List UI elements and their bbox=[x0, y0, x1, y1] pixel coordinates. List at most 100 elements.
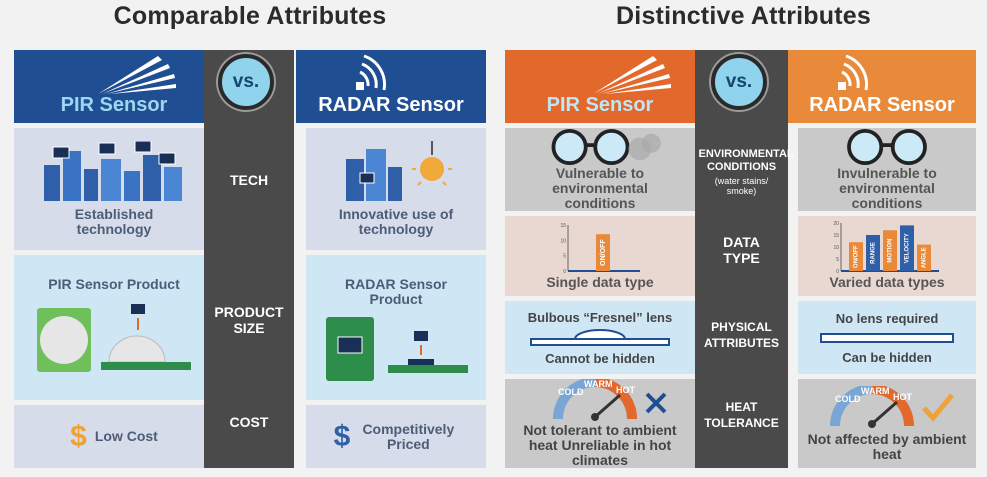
chart-bar bbox=[849, 242, 863, 271]
right-heading: Distinctive Attributes bbox=[616, 2, 871, 30]
phys-radar-caption: Can be hidden bbox=[842, 349, 932, 365]
chart-bar-label: ON/OFF bbox=[854, 245, 860, 268]
gauge-hot-pir: HOT bbox=[616, 385, 635, 395]
dollar-icon-pir: $ bbox=[70, 419, 87, 453]
chart-bar bbox=[883, 230, 897, 271]
heat-gauge-icon bbox=[830, 385, 914, 428]
comparable-spine: vs. TECH PRODUCT SIZE COST bbox=[204, 50, 294, 468]
building-bulb-icon bbox=[346, 141, 452, 201]
chart-tick-label: 15 bbox=[833, 233, 839, 239]
size-pir-caption: PIR Sensor Product bbox=[48, 276, 180, 292]
radar-waves-icon bbox=[838, 54, 868, 91]
cost-label: COST bbox=[229, 414, 269, 430]
tech-radar-cell: Innovative use of technology bbox=[306, 128, 486, 250]
phys-pir-caption: Cannot be hidden bbox=[545, 350, 655, 366]
city-skyline-icon bbox=[44, 141, 182, 201]
vs-badge-left: vs. bbox=[218, 54, 274, 110]
heat-gauge-icon bbox=[553, 379, 637, 421]
chart-bar-label: MOTION bbox=[888, 239, 894, 263]
data-type-label: DATA TYPE bbox=[723, 234, 760, 266]
cost-pir-caption: Low Cost bbox=[94, 428, 158, 444]
clear-goggles-icon bbox=[847, 128, 927, 166]
tech-pir-cell: Established technology bbox=[14, 128, 214, 250]
cost-pir-cell: $ Low Cost bbox=[14, 405, 214, 468]
size-radar-caption: RADAR Sensor Product bbox=[345, 276, 447, 307]
cost-radar-caption: Competitively Priced bbox=[362, 420, 455, 452]
size-label: PRODUCT SIZE bbox=[214, 304, 284, 336]
chart-bar bbox=[596, 234, 610, 271]
chart-tick-label: 5 bbox=[563, 254, 566, 260]
heat-pir-caption: Not tolerant to ambient heat Unreliable … bbox=[523, 422, 677, 468]
env-label: ENVIRONMENTAL CONDITIONS (water stains/ … bbox=[695, 142, 794, 202]
radar-gauge-group: COLD WARM HOT bbox=[817, 385, 957, 428]
chart-bar-label: ANGLE bbox=[922, 247, 928, 268]
pir-header-left: PIR Sensor bbox=[14, 50, 214, 123]
radar-waves-icon bbox=[356, 54, 386, 91]
phys-radar-top: No lens required bbox=[835, 310, 939, 326]
flat-sensor-icon bbox=[820, 332, 954, 343]
chart-bar bbox=[900, 225, 914, 271]
pir-rays-icon bbox=[593, 56, 671, 94]
env-label-text: ENVIRONMENTAL CONDITIONS bbox=[698, 148, 794, 173]
env-label-sub: (water stains/ smoke) bbox=[714, 176, 769, 196]
fresnel-lens-icon bbox=[530, 328, 670, 346]
pir-product-icon bbox=[37, 304, 191, 372]
chart-bar bbox=[866, 235, 880, 271]
pir-label-right: PIR Sensor bbox=[546, 94, 654, 116]
chart-tick-label: 10 bbox=[833, 245, 839, 251]
tech-pir-caption: Established technology bbox=[74, 206, 154, 237]
chart-bar-label: RANGE bbox=[871, 242, 877, 264]
cost-radar-cell: $ Competitively Priced bbox=[306, 405, 486, 468]
left-heading: Comparable Attributes bbox=[113, 2, 387, 30]
heat-radar-caption: Not affected by ambient heat bbox=[807, 430, 967, 462]
chart-tick-label: 10 bbox=[560, 238, 566, 244]
chart-tick-label: 20 bbox=[833, 221, 839, 227]
phys-radar-cell: No lens required Can be hidden bbox=[798, 301, 976, 374]
gauge-cold-pir: COLD bbox=[558, 387, 584, 397]
size-pir-cell: PIR Sensor Product bbox=[14, 255, 214, 400]
dollar-icon-radar: $ bbox=[333, 419, 351, 453]
gauge-hot-radar: HOT bbox=[893, 391, 912, 402]
vs-badge-right: vs. bbox=[711, 54, 767, 110]
data-pir-caption: Single data type bbox=[546, 274, 654, 290]
distinctive-panel: PIR Sensor RADAR Sensor Vulnerable to en… bbox=[505, 50, 976, 468]
gauge-cold-radar: COLD bbox=[835, 393, 861, 404]
env-pir-cell: Vulnerable to environmental conditions bbox=[505, 128, 695, 211]
phys-pir-top: Bulbous “Fresnel” lens bbox=[527, 309, 673, 325]
radar-header-left: RADAR Sensor bbox=[296, 50, 486, 123]
chart-tick-label: 5 bbox=[836, 257, 839, 263]
chart-tick-label: 15 bbox=[560, 223, 566, 229]
radar-label-right: RADAR Sensor bbox=[809, 94, 955, 116]
heat-radar-cell: COLD WARM HOT Not affected by ambient he… bbox=[798, 379, 976, 468]
pir-label-left: PIR Sensor bbox=[60, 94, 168, 116]
radar-label-left: RADAR Sensor bbox=[318, 94, 464, 116]
env-radar-caption: Invulnerable to environmental conditions bbox=[837, 165, 937, 211]
chart-bar-label: ON/OFF bbox=[600, 239, 607, 266]
env-radar-cell: Invulnerable to environmental conditions bbox=[798, 128, 976, 211]
heat-pir-cell: COLD WARM HOT Not tolerant to ambient he… bbox=[505, 379, 695, 468]
data-radar-caption: Varied data types bbox=[829, 274, 945, 290]
check-icon bbox=[922, 392, 954, 422]
gauge-warm-radar: WARM bbox=[861, 385, 890, 396]
radar-data-chart: 20 15 10 5 0 ON/OFF RANGE MOTION VELOCITY ANGLE bbox=[833, 221, 939, 275]
tech-radar-caption: Innovative use of technology bbox=[338, 206, 454, 237]
physical-label: PHYSICAL ATTRIBUTES bbox=[703, 320, 780, 350]
pir-gauge-group: COLD WARM HOT bbox=[530, 379, 670, 421]
pir-rays-icon bbox=[98, 56, 176, 94]
chart-bar-label: VELOCITY bbox=[905, 233, 911, 263]
dirty-goggles-icon bbox=[551, 128, 661, 166]
data-radar-cell: 20 15 10 5 0 ON/OFF RANGE MOTION VELOCITY ANGLE V… bbox=[798, 216, 976, 296]
gauge-warm-pir: WARM bbox=[584, 379, 613, 389]
env-pir-caption: Vulnerable to environmental conditions bbox=[552, 165, 648, 211]
chart-bar bbox=[917, 244, 931, 271]
pir-header-right: PIR Sensor bbox=[505, 50, 695, 123]
tech-label: TECH bbox=[229, 172, 269, 188]
distinctive-spine: vs. ENVIRONMENTAL CONDITIONS (water stai… bbox=[695, 50, 794, 468]
phys-pir-cell: Bulbous “Fresnel” lens Cannot be hidden bbox=[505, 301, 695, 374]
heat-label: HEAT TOLERANCE bbox=[704, 400, 779, 430]
chart-tick-label: 0 bbox=[836, 269, 839, 275]
size-radar-cell: RADAR Sensor Product bbox=[306, 255, 486, 400]
